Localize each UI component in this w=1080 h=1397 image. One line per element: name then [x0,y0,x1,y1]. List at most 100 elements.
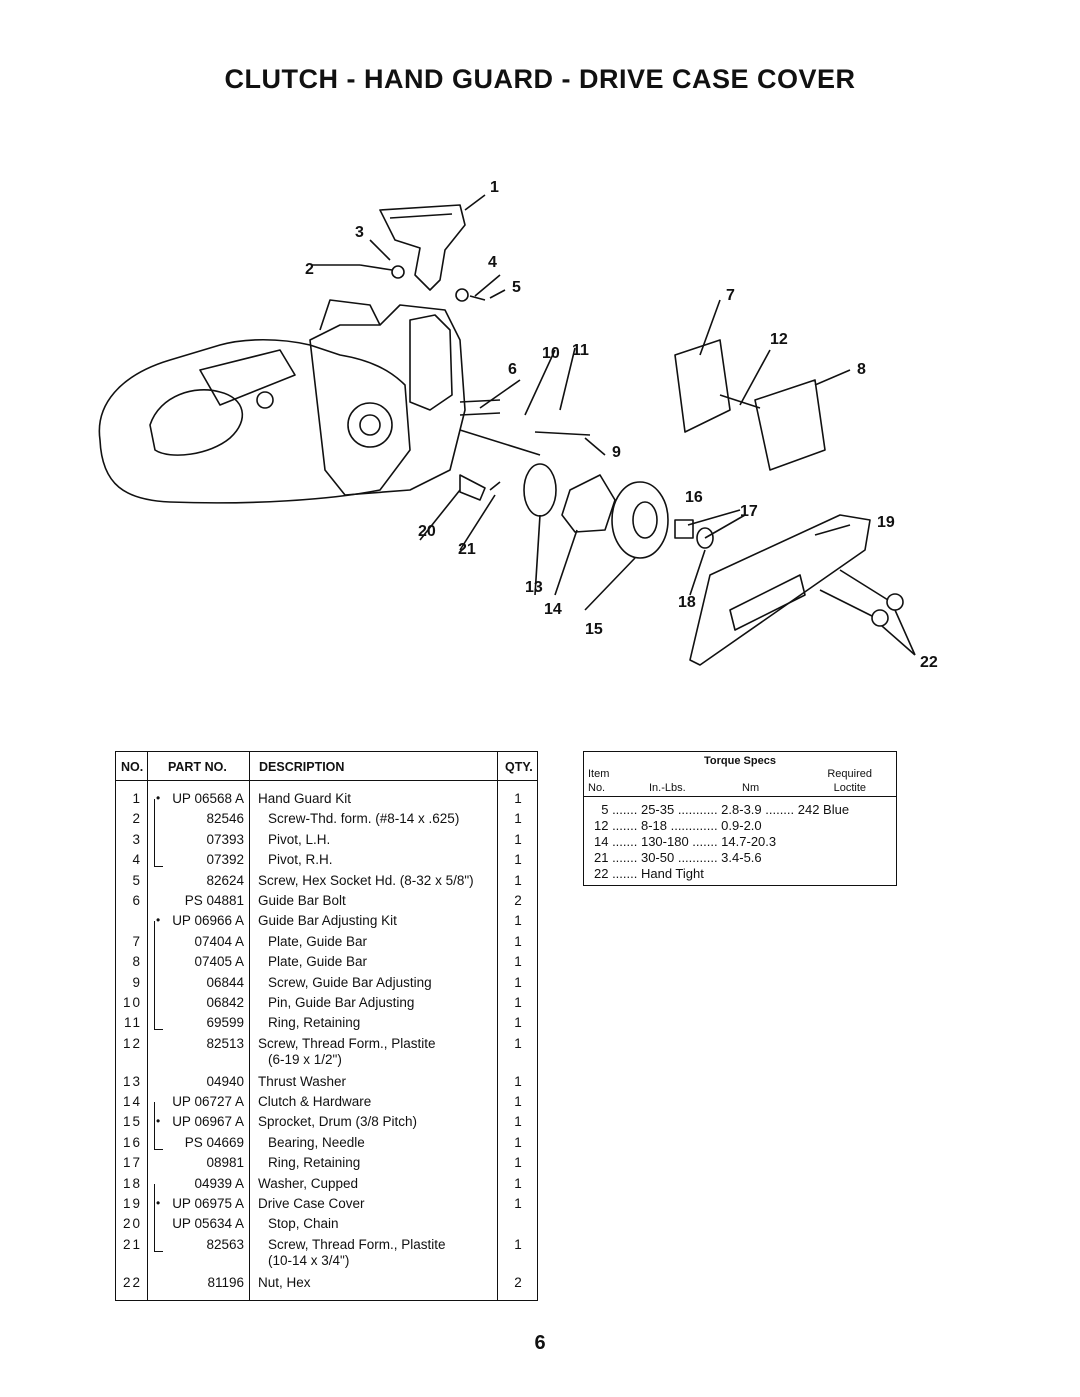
kit-bracket [154,799,155,867]
guide-bar-plate-outer [754,379,826,471]
row-part-no: 82563 [206,1236,244,1252]
row-item-no: 5 [132,872,142,888]
row-part-no: UP 06727 A [172,1094,244,1109]
row-part-no: UP 05634 A [172,1216,244,1232]
row-part-no: 81196 [207,1274,244,1290]
row-description: Ring, Retaining [268,1155,361,1171]
adjusting-screw [534,431,591,436]
row-description: Guide Bar Adjusting Kit [258,913,397,929]
row-part-no: 07392 [206,852,244,868]
callout-5: 5 [512,279,521,296]
callout-20: 20 [418,523,436,540]
row-qty: 1 [514,1175,522,1191]
row-qty: 1 [514,933,522,949]
row-qty: 1 [514,1035,522,1051]
table-row-continuation: (6-19 x 1/2") [116,1052,537,1072]
kit-bracket [154,921,155,1030]
row-description: Screw, Thread Form., Plastite [268,1236,446,1252]
sprocket-drum [611,481,669,559]
torque-header-loctite: Loctite [833,782,866,794]
row-item-no: 15 [122,1114,142,1130]
parts-table-header: NO. PART NO. DESCRIPTION QTY. [116,752,537,781]
header-description: DESCRIPTION [259,760,345,774]
torque-header-inlbs: In.-Lbs. [649,782,686,794]
torque-header-required: Required [827,768,872,780]
row-part-no: UP 06975 A [172,1196,244,1211]
row-item-no: 1 [132,791,142,806]
kit-bullet: • [156,1196,161,1210]
torque-row: 12 ....... 8-18 ............. 0.9-2.0 [594,818,762,833]
row-part-no: PS 04669 [184,1134,244,1150]
clutch [561,474,616,533]
kit-bracket-end [154,1148,163,1150]
parts-table: NO. PART NO. DESCRIPTION QTY. 1•UP 06568… [115,751,538,1301]
torque-row: 5 ....... 25-35 ........... 2.8-3.9 ....… [594,802,850,817]
callout-15: 15 [585,621,603,638]
row-part-no: UP 06967 A [172,1114,244,1130]
row-item-no: 4 [132,852,142,868]
row-description-line2: (6-19 x 1/2") [268,1052,342,1068]
row-qty: 1 [514,852,522,868]
air-filter-cover [199,349,296,406]
row-qty: 1 [514,872,522,888]
row-item-no: 8 [132,954,142,970]
torque-row: 22 ....... Hand Tight [594,866,704,881]
row-qty: 1 [514,974,522,990]
guide-bar-plate-inner [674,339,731,433]
row-qty: 1 [514,954,522,970]
row-item-no: 14 [122,1094,142,1109]
row-description: Plate, Guide Bar [268,954,368,970]
row-part-no: 04939 A [194,1175,244,1191]
row-description: Thrust Washer [258,1073,347,1089]
kit-bracket [154,1183,155,1251]
callout-6: 6 [508,361,517,378]
torque-row: 14 ....... 130-180 ....... 14.7-20.3 [594,834,777,849]
callout-1: 1 [490,179,499,196]
row-description: Screw, Thread Form., Plastite [258,1035,436,1051]
header-no: NO. [121,760,144,774]
callout-17: 17 [740,503,758,520]
row-item-no: 22 [122,1274,142,1290]
row-item-no: 12 [122,1035,142,1051]
row-description: Screw, Guide Bar Adjusting [268,974,432,990]
row-qty: 1 [514,1073,522,1089]
row-item-no: 10 [122,995,142,1010]
row-description: Hand Guard Kit [258,791,352,806]
row-item-no: 7 [132,933,142,949]
torque-header-nm: Nm [742,782,760,794]
torque-row: 21 ....... 30-50 ........... 3.4-5.6 [594,850,762,865]
engine-block [309,304,466,496]
row-part-no: 08981 [206,1155,244,1171]
kit-bracket-end [154,1029,163,1031]
callout-10: 10 [542,345,560,362]
row-part-no: 07404 A [194,933,244,949]
table-row: 8 07405 A Plate, Guide Bar 1 [116,954,537,974]
header-part-no: PART NO. [168,760,227,774]
row-part-no: PS 04881 [184,893,244,908]
row-item-no: 17 [122,1155,142,1171]
row-item-no: 18 [122,1175,142,1191]
callout-9: 9 [612,444,621,461]
row-part-no: 82513 [206,1035,244,1051]
row-part-no: 07405 A [194,954,244,970]
callout-13: 13 [525,579,543,596]
row-item-no: 2 [132,811,142,827]
row-part-no: 82624 [206,872,244,888]
kit-bullet: • [156,791,161,805]
row-part-no: 69599 [206,1015,244,1031]
table-row-continuation: (10-14 x 3/4") [116,1253,537,1273]
row-description: Pin, Guide Bar Adjusting [268,995,415,1010]
row-part-no: 07393 [206,831,244,847]
